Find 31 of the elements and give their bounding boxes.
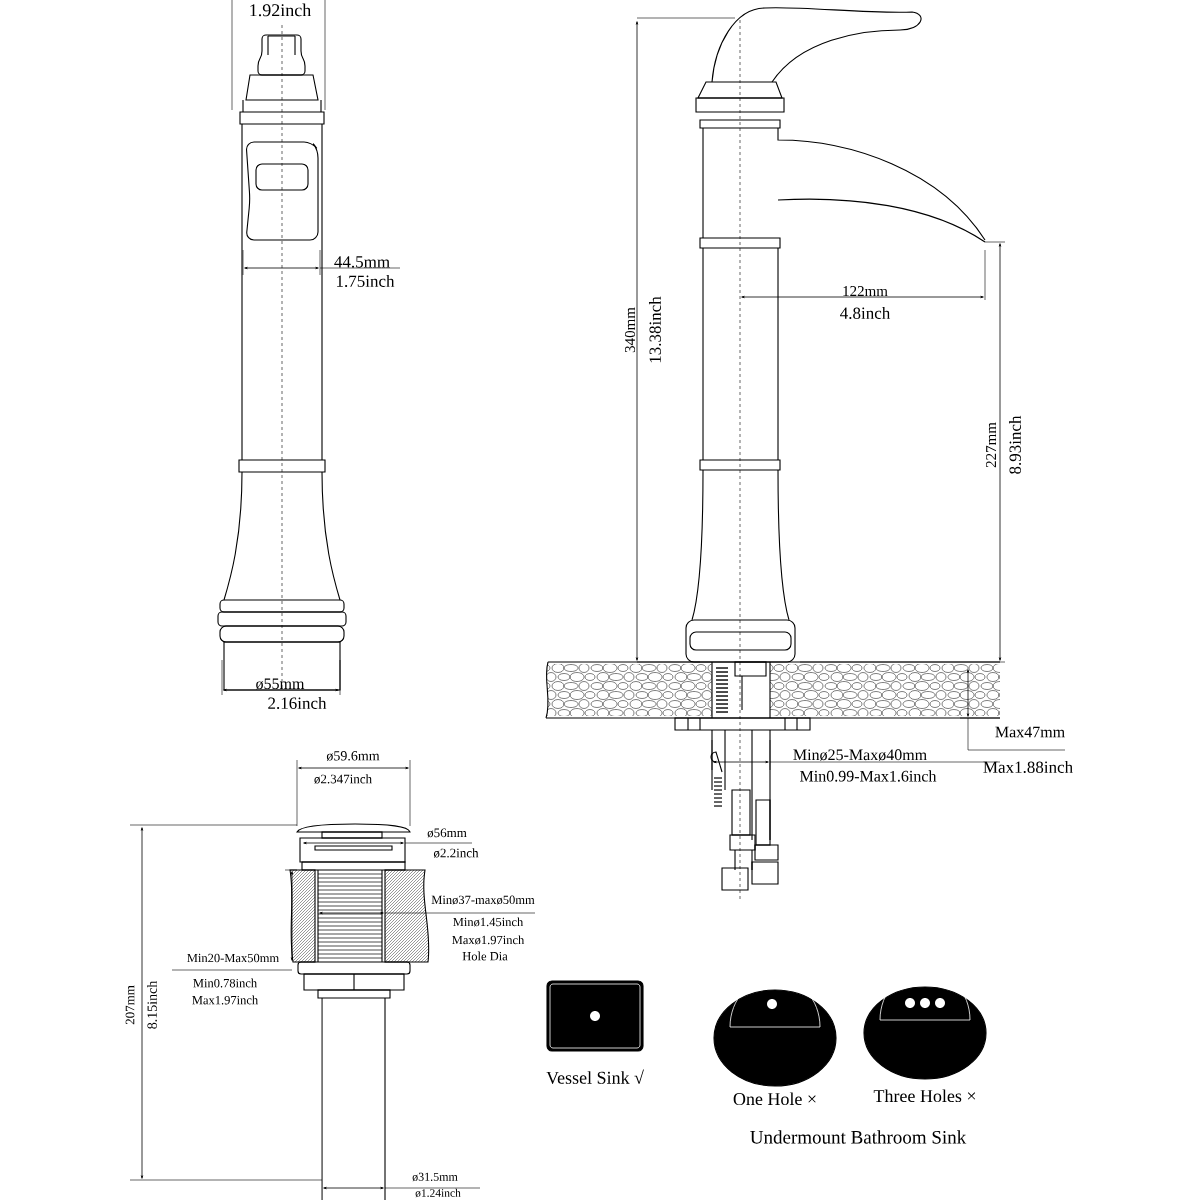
dimension-text: 4.8inch [840, 307, 891, 319]
dimension-text: Maxø1.97inch [452, 935, 525, 945]
caption: Undermount Bathroom Sink [750, 1130, 967, 1144]
dimension-text: ø56mm [427, 828, 467, 838]
dimension-text: ø55mm [256, 678, 305, 690]
dimension-text: 1.92inch [250, 3, 311, 17]
dimension-text: 122mm [843, 286, 888, 296]
dimension-text: Max1.88inch [983, 761, 1073, 773]
dimension-text: ø2.347inch [314, 774, 372, 784]
dimension-text: 8.15inch [147, 980, 157, 1029]
dimension-text: 207mm [125, 985, 135, 1025]
dimension-text: Minø37-maxø50mm [431, 895, 535, 905]
dimension-text: ø2.2inch [433, 848, 479, 858]
dimension-text: Min0.99-Max1.6inch [800, 770, 937, 782]
dimension-text: 8.93inch [1009, 415, 1021, 474]
dimension-text: Hole Dia [462, 951, 508, 961]
dimension-text: Minø1.45inch [453, 917, 524, 927]
dimension-text: ø59.6mm [326, 751, 380, 761]
dimension-text: ø1.24inch [415, 1188, 461, 1198]
dimension-text: 44.5mm [334, 256, 390, 268]
dimension-text: 2.16inch [268, 697, 327, 709]
dimension-text: Min0.78inch [193, 978, 257, 988]
dimension-text: 340mm [624, 307, 636, 353]
dimension-text: 1.75inch [337, 275, 395, 287]
dimension-text: Max47mm [995, 726, 1065, 738]
dimension-text: Max1.97inch [192, 995, 258, 1005]
dimension-text: Min20-Max50mm [187, 953, 279, 963]
dimension-text: 227mm [986, 422, 996, 468]
dimension-text: ø31.5mm [412, 1172, 458, 1182]
dimension-text: 13.38inch [649, 296, 661, 363]
dimension-text: Minø25-Maxø40mm [793, 749, 927, 761]
